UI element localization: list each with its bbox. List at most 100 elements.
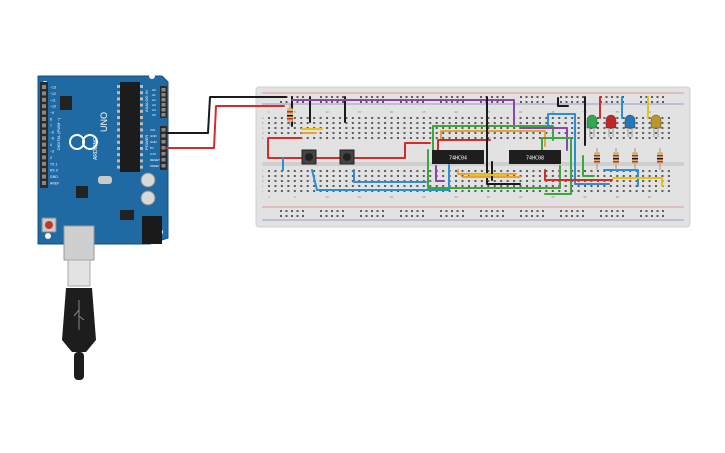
breadboard-hole[interactable]: [287, 122, 290, 124]
breadboard-hole[interactable]: [648, 190, 651, 192]
breadboard-hole[interactable]: [480, 170, 483, 172]
breadboard-hole[interactable]: [667, 185, 670, 187]
breadboard-hole[interactable]: [397, 117, 399, 119]
rail-hole[interactable]: [496, 210, 499, 212]
rail-hole[interactable]: [360, 215, 362, 217]
breadboard-hole[interactable]: [268, 122, 270, 124]
breadboard-hole[interactable]: [332, 117, 335, 119]
breadboard-hole[interactable]: [487, 122, 490, 124]
breadboard-hole[interactable]: [500, 122, 503, 124]
rail-hole[interactable]: [582, 210, 584, 212]
breadboard-hole[interactable]: [538, 137, 541, 139]
breadboard-hole[interactable]: [571, 127, 574, 129]
breadboard-hole[interactable]: [596, 190, 599, 192]
rail-hole[interactable]: [640, 96, 642, 98]
rail-hole[interactable]: [440, 210, 442, 212]
breadboard-hole[interactable]: [422, 185, 425, 187]
breadboard-hole[interactable]: [319, 170, 322, 172]
breadboard-hole[interactable]: [416, 137, 419, 139]
breadboard-hole[interactable]: [306, 122, 309, 124]
analog-header[interactable]: [160, 86, 167, 118]
rail-hole[interactable]: [542, 215, 544, 217]
breadboard-hole[interactable]: [300, 190, 303, 192]
rail-hole[interactable]: [336, 215, 339, 217]
breadboard-hole[interactable]: [377, 170, 380, 172]
breadboard-hole[interactable]: [403, 117, 406, 119]
breadboard-hole[interactable]: [487, 170, 490, 172]
breadboard-hole[interactable]: [455, 137, 458, 139]
breadboard-hole[interactable]: [532, 117, 535, 119]
breadboard-hole[interactable]: [513, 127, 516, 129]
breadboard-hole[interactable]: [351, 170, 354, 172]
breadboard-hole[interactable]: [455, 190, 458, 192]
breadboard-hole[interactable]: [603, 127, 606, 129]
breadboard-hole[interactable]: [287, 170, 290, 172]
digital-pin-sockets[interactable]: [42, 85, 46, 185]
breadboard-hole[interactable]: [338, 170, 341, 172]
rail-hole[interactable]: [462, 210, 464, 212]
breadboard-hole[interactable]: [280, 170, 283, 172]
breadboard-hole[interactable]: [571, 170, 574, 172]
breadboard-hole[interactable]: [422, 170, 425, 172]
rail-hole[interactable]: [320, 101, 322, 103]
rail-hole[interactable]: [520, 215, 522, 217]
breadboard-hole[interactable]: [435, 185, 438, 187]
wire-red-chip[interactable]: [437, 139, 491, 151]
rail-hole[interactable]: [320, 215, 322, 217]
breadboard-hole[interactable]: [274, 117, 277, 119]
breadboard-hole[interactable]: [545, 117, 548, 119]
breadboard-hole[interactable]: [435, 137, 438, 139]
push-button-2[interactable]: [339, 149, 355, 165]
breadboard-hole[interactable]: [596, 127, 599, 129]
breadboard-hole[interactable]: [345, 170, 348, 172]
breadboard-hole[interactable]: [506, 122, 509, 124]
rail-hole[interactable]: [445, 215, 448, 217]
breadboard-hole[interactable]: [538, 180, 541, 182]
breadboard-hole[interactable]: [268, 132, 270, 134]
breadboard-hole[interactable]: [268, 117, 270, 119]
digital-pin-socket[interactable]: [42, 91, 46, 96]
breadboard-hole[interactable]: [551, 117, 554, 119]
breadboard-hole[interactable]: [506, 170, 509, 172]
breadboard-hole[interactable]: [332, 185, 335, 187]
rail-hole[interactable]: [542, 101, 544, 103]
breadboard-hole[interactable]: [455, 175, 458, 177]
breadboard-hole[interactable]: [455, 127, 458, 129]
breadboard-hole[interactable]: [300, 170, 303, 172]
rail-hole[interactable]: [400, 96, 402, 98]
breadboard-hole[interactable]: [280, 132, 283, 134]
breadboard-hole[interactable]: [577, 137, 580, 139]
breadboard-hole[interactable]: [280, 190, 283, 192]
breadboard-hole[interactable]: [506, 117, 509, 119]
breadboard-hole[interactable]: [377, 132, 380, 134]
breadboard-hole[interactable]: [545, 185, 548, 187]
right-pin-sockets[interactable]: [161, 88, 166, 168]
breadboard-hole[interactable]: [519, 170, 522, 172]
breadboard-hole[interactable]: [409, 127, 412, 129]
breadboard-hole[interactable]: [319, 132, 322, 134]
breadboard-hole[interactable]: [274, 132, 277, 134]
breadboard-hole[interactable]: [326, 122, 329, 124]
breadboard-hole[interactable]: [338, 185, 341, 187]
breadboard-hole[interactable]: [287, 185, 290, 187]
rail-hole[interactable]: [320, 210, 322, 212]
rail-hole[interactable]: [496, 96, 499, 98]
breadboard-hole[interactable]: [622, 127, 625, 129]
rail-hole[interactable]: [336, 210, 339, 212]
breadboard-hole[interactable]: [467, 137, 470, 139]
breadboard-hole[interactable]: [319, 137, 322, 139]
breadboard-hole[interactable]: [506, 137, 509, 139]
breadboard-hole[interactable]: [558, 132, 561, 134]
breadboard-hole[interactable]: [487, 180, 490, 182]
breadboard-hole[interactable]: [448, 127, 451, 129]
rail-hole[interactable]: [416, 215, 419, 217]
breadboard-hole[interactable]: [487, 117, 490, 119]
breadboard-hole[interactable]: [306, 180, 309, 182]
rail-hole[interactable]: [325, 215, 328, 217]
analog-pin-socket[interactable]: [161, 113, 166, 117]
breadboard-hole[interactable]: [648, 122, 651, 124]
breadboard-hole[interactable]: [371, 185, 374, 187]
breadboard-hole[interactable]: [306, 117, 309, 119]
breadboard-hole[interactable]: [280, 175, 283, 177]
breadboard-hole[interactable]: [377, 117, 380, 119]
